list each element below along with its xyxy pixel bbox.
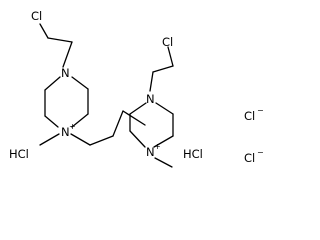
right-chloroethyl-chain — [149, 46, 174, 92]
chloride-ion-bottom: Cl — [244, 151, 255, 165]
left-piperazine-ring — [44, 76, 89, 128]
chemical-structure: Cl N N + Cl N N + Cl − Cl − HCl HCl — [9, 9, 264, 168]
nitrogen-atom-right-bottom: N — [146, 145, 155, 159]
nitrogen-atom-left-bottom: N — [61, 125, 70, 139]
nitrogen-atom-right-top: N — [146, 92, 155, 106]
nitrogen-atom-left-top: N — [61, 66, 70, 80]
negative-charge-top: − — [257, 106, 264, 115]
positive-charge-left: + — [69, 122, 76, 131]
hcl-label-right: HCl — [183, 147, 203, 161]
hcl-label-left: HCl — [9, 147, 29, 161]
positive-charge-right: + — [154, 142, 161, 151]
right-piperazine-ring — [129, 102, 174, 148]
chlorine-atom-left: Cl — [31, 9, 42, 23]
right-methyl-group — [154, 157, 173, 168]
left-methyl-group — [39, 133, 60, 146]
propane-linker — [70, 110, 146, 146]
negative-charge-bottom: − — [257, 148, 264, 157]
left-chloroethyl-chain — [39, 23, 73, 68]
chloride-ion-top: Cl — [244, 109, 255, 123]
chlorine-atom-right: Cl — [162, 35, 173, 49]
